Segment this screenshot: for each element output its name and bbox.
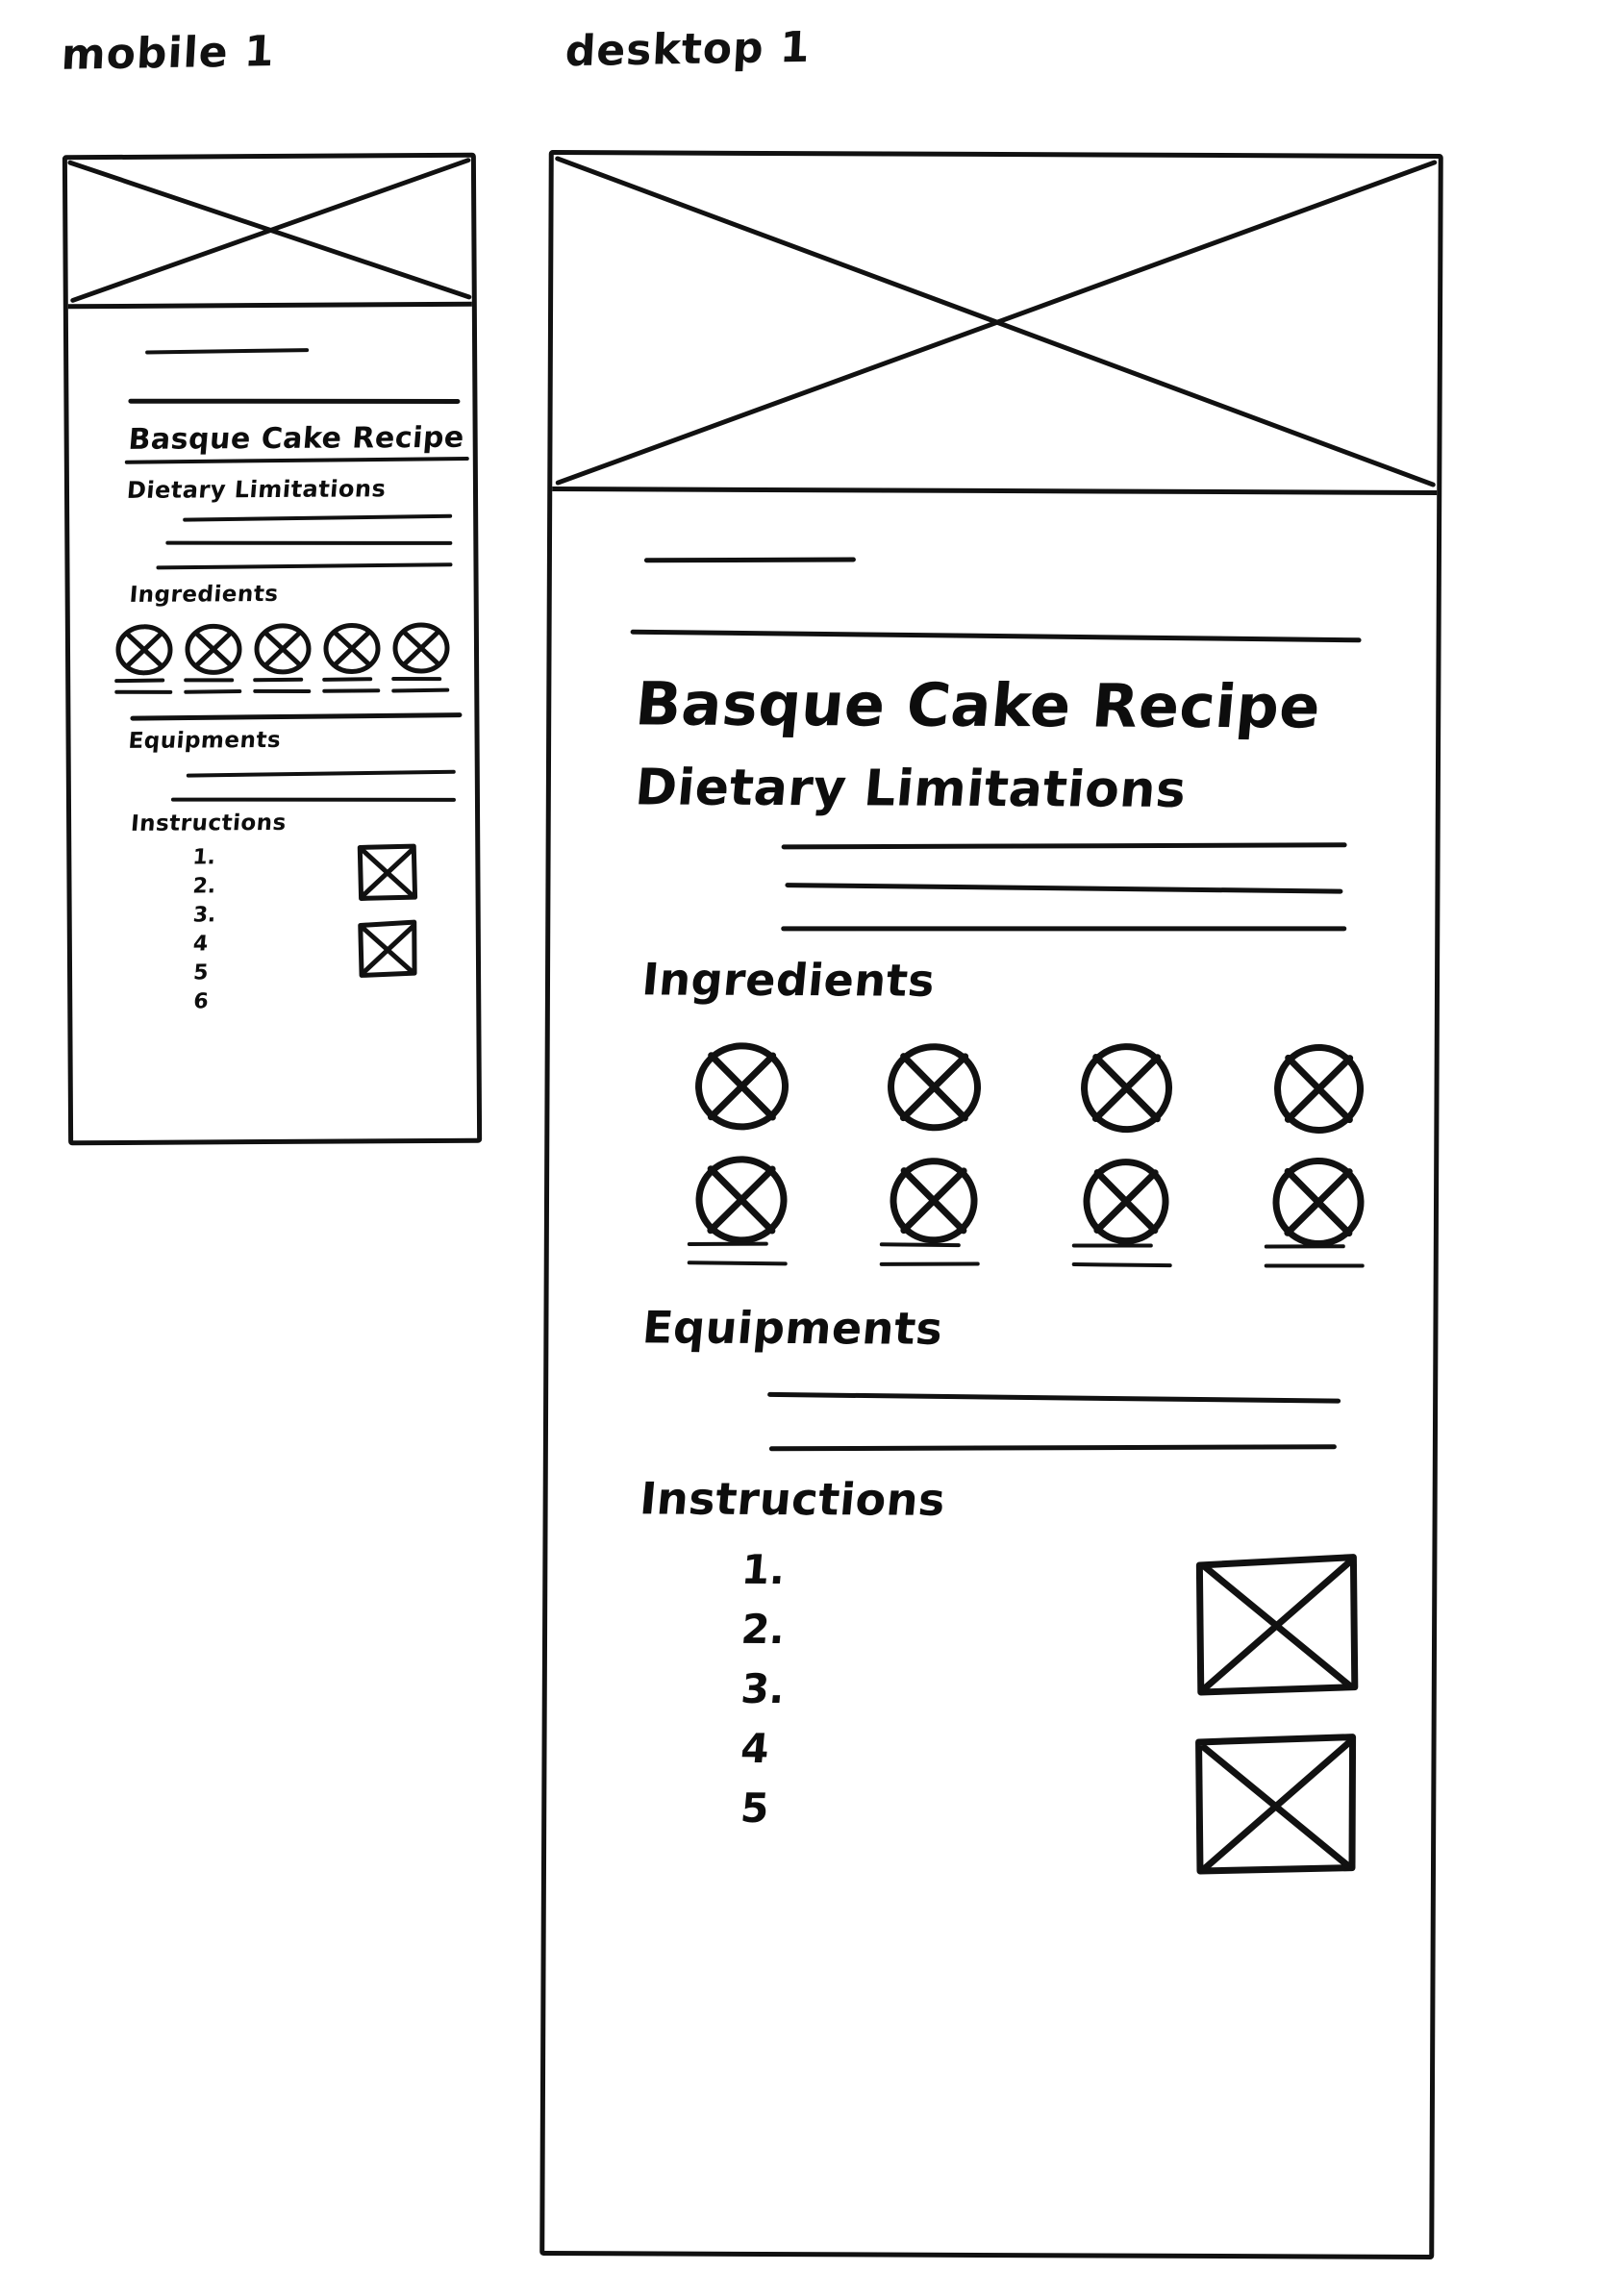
mobile-dietary-limitations-heading: Dietary Limitations [125, 475, 388, 504]
desktop-equipments-line-2 [768, 1444, 1337, 1452]
ingredient-caption [114, 678, 174, 702]
circle-x-icon[interactable] [691, 1154, 791, 1246]
circle-x-icon[interactable] [322, 621, 382, 675]
circle-x-icon[interactable] [1268, 1156, 1368, 1248]
mobile-divider-rule [128, 398, 461, 405]
circle-x-icon[interactable] [253, 622, 313, 676]
desktop-dietary-line-2 [785, 883, 1343, 894]
desktop-instruction-media-boxes [1192, 1552, 1360, 1910]
mobile-ingredient-captions [114, 677, 480, 702]
mobile-page-title: Basque Cake Recipe [127, 420, 466, 457]
instruction-step: 4 [191, 932, 210, 957]
mobile-instruction-media-boxes [356, 842, 418, 996]
circle-x-icon[interactable] [391, 621, 451, 675]
desktop-ingredient-captions [645, 1241, 1415, 1283]
ingredient-caption [1071, 1243, 1180, 1282]
desktop-equipments-heading: Equipments [639, 1301, 945, 1355]
instruction-step: 2. [191, 874, 217, 899]
ingredient-caption [687, 1241, 795, 1281]
ingredient-caption [184, 678, 243, 701]
desktop-ingredients-grid [645, 1039, 1416, 1248]
mobile-hero-image-placeholder[interactable] [66, 157, 472, 310]
mobile-ingredients-heading: Ingredients [128, 581, 280, 608]
instruction-step: 5 [739, 1784, 771, 1832]
desktop-frame-label: desktop 1 [564, 22, 812, 77]
square-x-icon[interactable] [1192, 1731, 1359, 1876]
mobile-instruction-steps: 1. 2. 3. 4 5 6 [191, 843, 217, 1016]
instruction-step: 1. [191, 845, 217, 870]
instruction-step: 3. [191, 903, 217, 928]
instruction-step: 6 [192, 989, 210, 1014]
mobile-ingredients-row [114, 621, 480, 677]
ingredient-caption [391, 677, 451, 700]
desktop-instruction-steps: 1. 2. 3. 4 5 [739, 1540, 788, 1838]
circle-x-icon[interactable] [1076, 1155, 1176, 1247]
desktop-ingredients-heading: Ingredients [639, 953, 938, 1007]
ingredient-caption [322, 677, 382, 700]
circle-x-icon[interactable] [884, 1041, 984, 1134]
square-x-icon[interactable] [357, 919, 418, 979]
mobile-title-underline [124, 456, 469, 464]
instruction-step: 5 [192, 961, 210, 986]
circle-x-icon[interactable] [691, 1040, 791, 1133]
ingredient-caption [879, 1242, 988, 1281]
circle-x-icon[interactable] [184, 622, 243, 676]
mobile-dietary-line-2 [165, 540, 453, 545]
desktop-dietary-limitations-heading: Dietary Limitations [633, 759, 1190, 819]
desktop-page-title: Basque Cake Recipe [632, 668, 1324, 742]
image-placeholder-x-icon [67, 158, 472, 305]
mobile-frame-label: mobile 1 [60, 27, 276, 80]
mobile-equipments-line-2 [170, 797, 456, 802]
mobile-dietary-line-3 [156, 562, 453, 570]
desktop-dietary-line-3 [781, 926, 1347, 932]
mobile-equipments-heading: Equipments [127, 727, 283, 754]
mobile-wireframe-frame: Basque Cake Recipe Dietary Limitations I… [62, 152, 483, 1146]
instruction-step: 3. [739, 1664, 788, 1713]
desktop-dietary-line-1 [781, 842, 1347, 850]
square-x-icon[interactable] [1193, 1552, 1360, 1697]
desktop-divider-rule [630, 629, 1362, 643]
desktop-nav-placeholder-rule [643, 557, 856, 563]
mobile-equipments-line-1 [186, 769, 456, 778]
ingredient-caption [253, 677, 313, 701]
ingredient-caption [1264, 1244, 1372, 1283]
circle-x-icon[interactable] [1076, 1041, 1176, 1134]
instruction-step: 4 [739, 1724, 772, 1772]
mobile-equipments-divider [130, 712, 463, 721]
desktop-instructions-heading: Instructions [638, 1472, 948, 1526]
desktop-equipments-line-1 [767, 1391, 1341, 1404]
image-placeholder-x-icon [552, 155, 1438, 490]
instruction-step: 1. [739, 1545, 788, 1594]
desktop-hero-image-placeholder[interactable] [552, 155, 1439, 496]
circle-x-icon[interactable] [884, 1155, 984, 1247]
circle-x-icon[interactable] [114, 623, 174, 677]
mobile-instructions-heading: Instructions [130, 810, 288, 836]
mobile-nav-placeholder-rule [145, 348, 310, 355]
circle-x-icon[interactable] [1268, 1042, 1368, 1135]
instruction-step: 2. [739, 1605, 788, 1654]
mobile-dietary-line-1 [183, 513, 453, 522]
square-x-icon[interactable] [356, 842, 418, 902]
desktop-wireframe-frame: Basque Cake Recipe Dietary Limitations I… [539, 149, 1443, 2260]
